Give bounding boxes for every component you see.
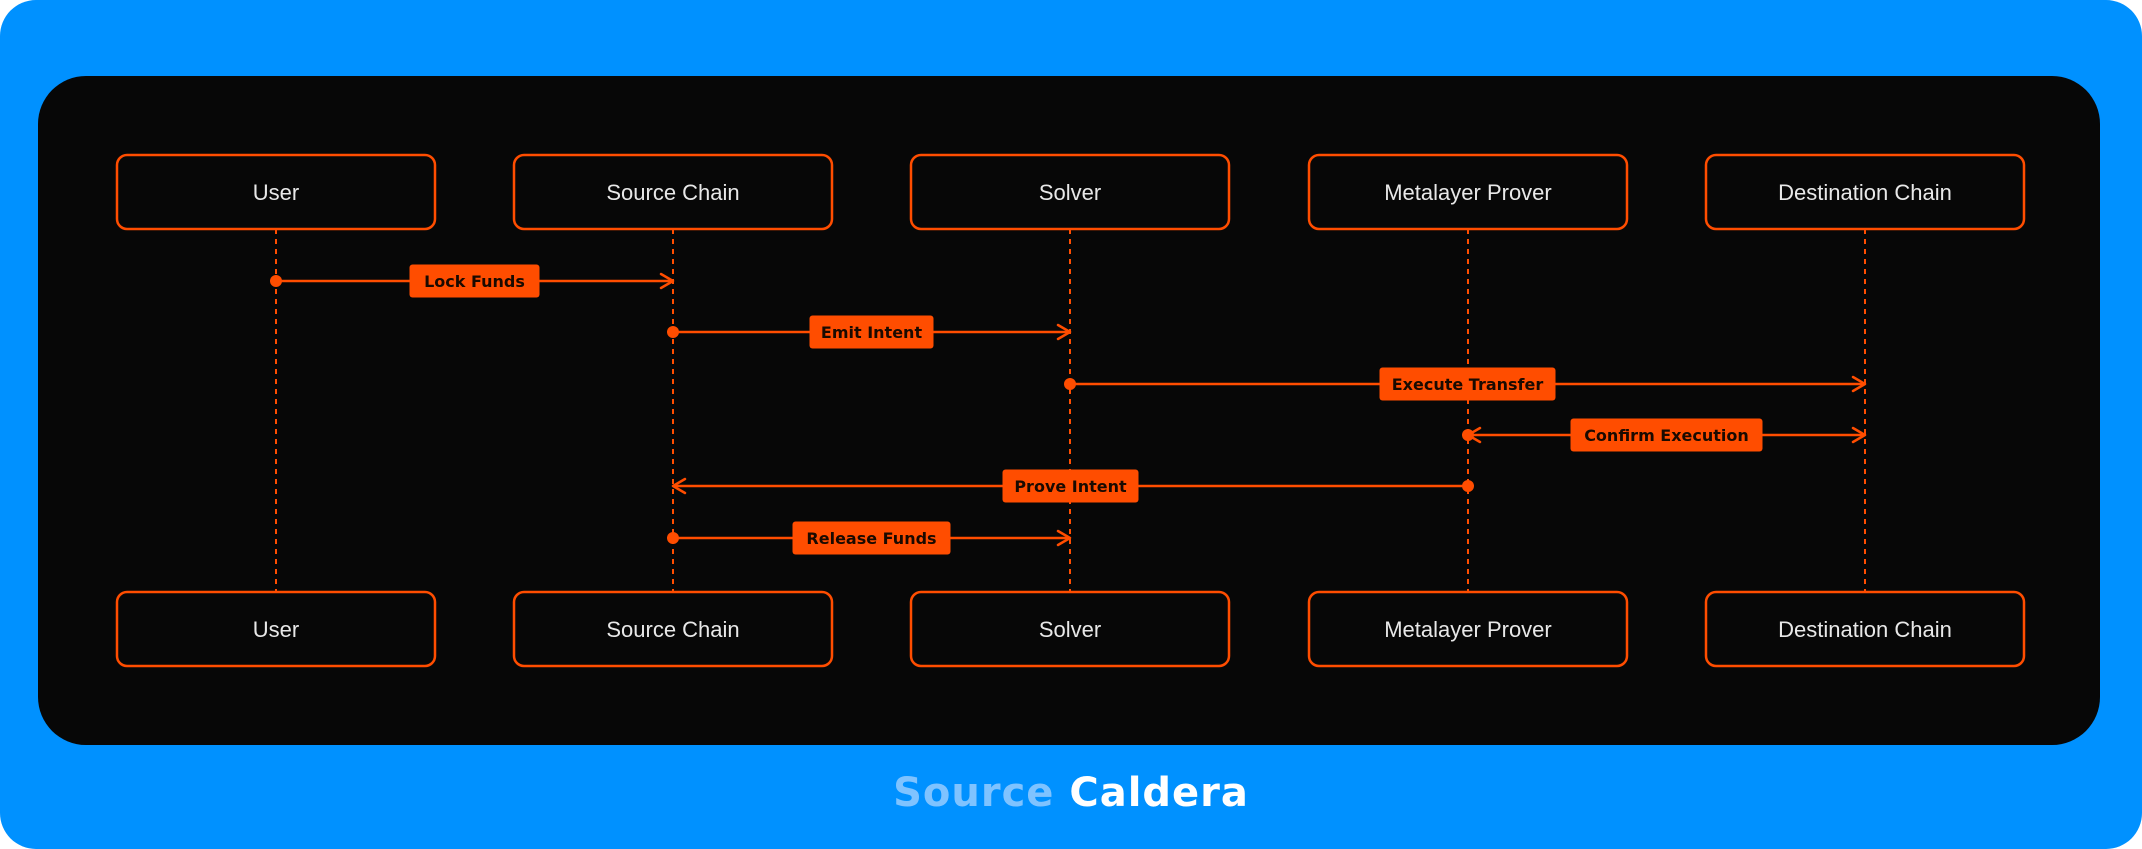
message-label-box-prove-intent: [1002, 469, 1139, 503]
origin-dot-emit-intent: [667, 326, 679, 338]
message-label-emit-intent: Emit Intent: [821, 323, 923, 342]
origin-dot-lock-funds: [270, 275, 282, 287]
participant-label-dest-bottom: Destination Chain: [1778, 617, 1952, 642]
message-label-box-confirm-execution: [1570, 418, 1763, 452]
participant-box-solver-top: [909, 153, 1231, 231]
message-label-box-execute-transfer: [1379, 367, 1556, 401]
origin-dot-execute-transfer: [1064, 378, 1076, 390]
arrowhead-prove-intent: [671, 477, 687, 495]
participant-box-solver-bottom: [909, 590, 1231, 668]
participant-box-prover-top: [1307, 153, 1629, 231]
participant-box-dest-top: [1704, 153, 2026, 231]
participant-label-source-top: Source Chain: [606, 180, 739, 205]
participant-box-user-top: [115, 153, 437, 231]
message-label-execute-transfer: Execute Transfer: [1392, 375, 1544, 394]
participant-label-source-bottom: Source Chain: [606, 617, 739, 642]
caption-brand: Caldera: [1069, 770, 1249, 816]
participant-label-prover-top: Metalayer Prover: [1384, 180, 1552, 205]
source-caption: Source Caldera: [0, 770, 2142, 816]
arrowhead-confirm-execution: [1851, 426, 1867, 444]
participant-label-solver-bottom: Solver: [1039, 617, 1101, 642]
origin-dot-release-funds: [667, 532, 679, 544]
message-label-prove-intent: Prove Intent: [1014, 477, 1127, 496]
participant-label-prover-bottom: Metalayer Prover: [1384, 617, 1552, 642]
message-label-box-lock-funds: [409, 264, 540, 298]
message-label-box-emit-intent: [809, 315, 934, 349]
message-label-lock-funds: Lock Funds: [424, 272, 525, 291]
arrowhead-back-confirm-execution: [1466, 426, 1482, 444]
participant-label-user-bottom: User: [253, 617, 299, 642]
participant-label-solver-top: Solver: [1039, 180, 1101, 205]
caption-source: Source: [893, 770, 1055, 816]
participant-box-source-bottom: [512, 590, 834, 668]
participant-box-dest-bottom: [1704, 590, 2026, 668]
message-label-box-release-funds: [792, 521, 951, 555]
arrowhead-emit-intent: [1056, 323, 1072, 341]
message-label-release-funds: Release Funds: [806, 529, 936, 548]
participant-box-user-bottom: [115, 590, 437, 668]
arrowhead-execute-transfer: [1851, 375, 1867, 393]
message-label-confirm-execution: Confirm Execution: [1584, 426, 1749, 445]
participant-label-dest-top: Destination Chain: [1778, 180, 1952, 205]
participant-box-source-top: [512, 153, 834, 231]
arrowhead-release-funds: [1056, 529, 1072, 547]
origin-dot-prove-intent: [1462, 480, 1474, 492]
participant-label-user-top: User: [253, 180, 299, 205]
participant-box-prover-bottom: [1307, 590, 1629, 668]
arrowhead-lock-funds: [659, 272, 675, 290]
